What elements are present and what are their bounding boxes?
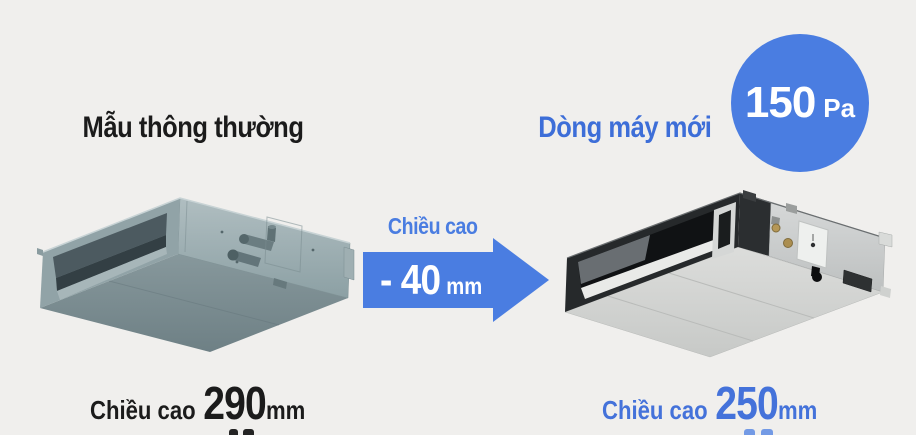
arrow-label-text: Chiều cao xyxy=(388,213,478,239)
arrow-unit: mm xyxy=(446,273,483,299)
arrow-text: - 40 mm xyxy=(366,252,496,308)
old-model-spec: Chiều cao 290 mm xyxy=(38,380,358,426)
clipped-text-top-left xyxy=(229,429,259,435)
new-model-title-text: Dòng máy mới xyxy=(538,111,712,144)
old-unit-bracket xyxy=(343,246,355,281)
new-unit-air-outlet xyxy=(578,208,721,299)
old-spec-label: Chiều cao xyxy=(90,395,196,425)
new-spec-label: Chiều cao xyxy=(602,395,708,425)
arrow-value: - 40 xyxy=(379,256,441,303)
old-model-title-text: Mẫu thông thường xyxy=(82,111,304,144)
old-model-illustration xyxy=(37,197,355,352)
new-model-illustration xyxy=(564,190,893,358)
old-spec-unit: mm xyxy=(266,395,306,425)
new-unit-body xyxy=(564,190,893,358)
new-spec-value: 250 xyxy=(715,377,780,429)
new-unit-pipes xyxy=(771,216,793,248)
clipped-text-top-right xyxy=(744,429,778,435)
old-unit-pipes xyxy=(227,225,287,289)
old-unit-air-outlet xyxy=(53,213,167,300)
new-model-title: Dòng máy mới xyxy=(470,111,780,146)
new-unit-bracket xyxy=(878,231,893,248)
badge-value: 150 xyxy=(744,78,816,127)
old-unit-body xyxy=(37,197,355,352)
badge-text: 150 Pa xyxy=(745,81,855,125)
new-model-spec: Chiều cao 250 mm xyxy=(550,380,870,426)
arrow-label: Chiều cao xyxy=(363,213,503,240)
old-model-title: Mẫu thông thường xyxy=(38,111,348,146)
new-unit-drain-elbow xyxy=(811,266,822,282)
new-unit-control-box xyxy=(796,220,829,269)
old-spec-value: 290 xyxy=(203,377,268,429)
right-arrow-icon xyxy=(363,238,549,322)
new-unit-vent-grille xyxy=(842,269,873,293)
badge-unit: Pa xyxy=(823,93,856,123)
static-pressure-badge: 150 Pa xyxy=(731,34,869,172)
new-spec-unit: mm xyxy=(778,395,818,425)
